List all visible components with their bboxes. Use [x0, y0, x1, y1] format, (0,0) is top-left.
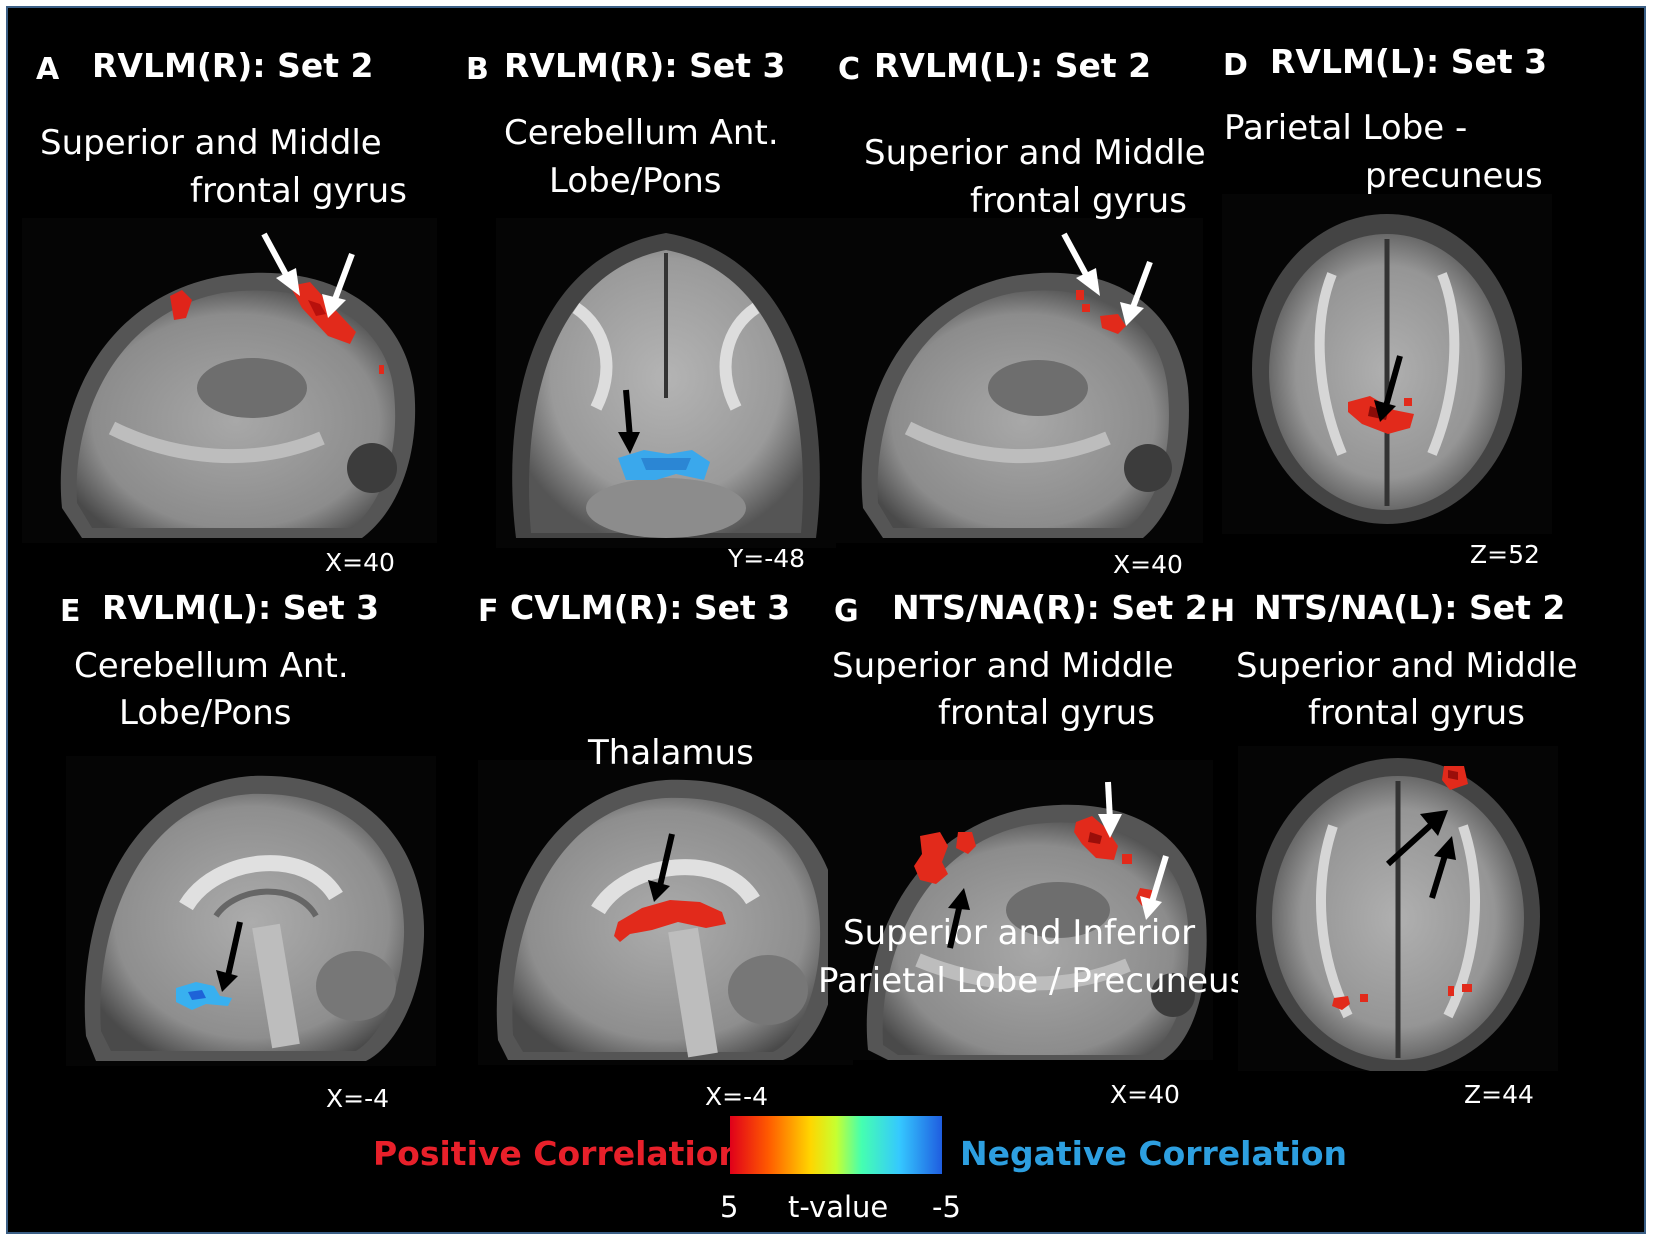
region-label-b-line1: Cerebellum Ant.: [504, 113, 779, 153]
coronal-brain-b: [496, 218, 836, 548]
coordinate-b: Y=-48: [728, 544, 806, 573]
coordinate-a: X=40: [325, 548, 395, 577]
sagittal-brain-a: [22, 218, 437, 543]
region-label-e-line2: Lobe/Pons: [119, 693, 292, 733]
region-label-h-line1: Superior and Middle: [1236, 646, 1578, 686]
panel-letter-d: D: [1223, 48, 1248, 83]
negative-correlation-label: Negative Correlation: [960, 1134, 1348, 1173]
region-label-a-line2: frontal gyrus: [190, 171, 407, 211]
panel-title-h: NTS/NA(L): Set 2: [1254, 588, 1566, 627]
panel-letter-e: E: [60, 594, 81, 629]
coordinate-h: Z=44: [1464, 1080, 1534, 1109]
region2-label-g-line1: Superior and Inferior: [843, 913, 1196, 953]
midsagittal-brain-f: [478, 760, 853, 1065]
region-label-g-line2: frontal gyrus: [938, 693, 1155, 733]
axial-brain-d: [1222, 194, 1552, 534]
coordinate-c: X=40: [1113, 550, 1183, 579]
coordinate-d: Z=52: [1470, 540, 1540, 569]
coordinate-f: X=-4: [705, 1082, 769, 1111]
positive-correlation-label: Positive Correlation: [373, 1134, 742, 1173]
axial-brain-h: [1238, 746, 1558, 1071]
figure-frame: A RVLM(R): Set 2 Superior and Middle fro…: [6, 6, 1646, 1234]
region-label-c-line2: frontal gyrus: [970, 181, 1187, 221]
brain-image-e: [66, 756, 436, 1066]
panel-letter-a: A: [36, 52, 60, 87]
region-label-b-line2: Lobe/Pons: [549, 161, 722, 201]
region-label-d-line2: precuneus: [1365, 156, 1543, 196]
midsagittal-brain-e: [66, 756, 436, 1066]
panel-letter-f: F: [478, 594, 499, 629]
colorbar-max-label: -5: [932, 1190, 961, 1224]
region-label-h-line2: frontal gyrus: [1308, 693, 1525, 733]
region-label-f-line1: Thalamus: [588, 733, 754, 773]
region-label-c-line1: Superior and Middle: [864, 133, 1206, 173]
panel-title-d: RVLM(L): Set 3: [1270, 42, 1548, 81]
colorbar-title: t-value: [788, 1190, 889, 1224]
panel-title-g: NTS/NA(R): Set 2: [892, 588, 1208, 627]
brain-image-c: [828, 218, 1203, 543]
region-label-g-line1: Superior and Middle: [832, 646, 1174, 686]
region-label-e-line1: Cerebellum Ant.: [74, 646, 349, 686]
sagittal-brain-c: [828, 218, 1203, 543]
brain-image-b: [496, 218, 836, 548]
brain-image-g: [828, 760, 1213, 1060]
panel-letter-g: G: [834, 594, 859, 629]
sagittal-brain-g: [828, 760, 1213, 1060]
panel-title-b: RVLM(R): Set 3: [504, 46, 786, 85]
panel-letter-c: C: [838, 52, 861, 87]
panel-letter-h: H: [1210, 594, 1236, 629]
brain-image-f: [478, 760, 853, 1065]
brain-image-h: [1238, 746, 1558, 1071]
brain-image-d: [1222, 194, 1552, 534]
region-label-a-line1: Superior and Middle: [40, 123, 382, 163]
colorbar-min-label: 5: [720, 1190, 739, 1224]
panel-letter-b: B: [466, 52, 489, 87]
brain-image-a: [22, 218, 437, 543]
coordinate-g: X=40: [1110, 1080, 1180, 1109]
panel-title-c: RVLM(L): Set 2: [874, 46, 1152, 85]
panel-title-a: RVLM(R): Set 2: [92, 46, 374, 85]
coordinate-e: X=-4: [326, 1084, 390, 1113]
t-value-colorbar: [730, 1116, 942, 1174]
region2-label-g-line2: Parietal Lobe / Precuneus: [818, 961, 1248, 1001]
region-label-d-line1: Parietal Lobe -: [1224, 108, 1468, 148]
panel-title-f: CVLM(R): Set 3: [510, 588, 791, 627]
panel-title-e: RVLM(L): Set 3: [102, 588, 380, 627]
